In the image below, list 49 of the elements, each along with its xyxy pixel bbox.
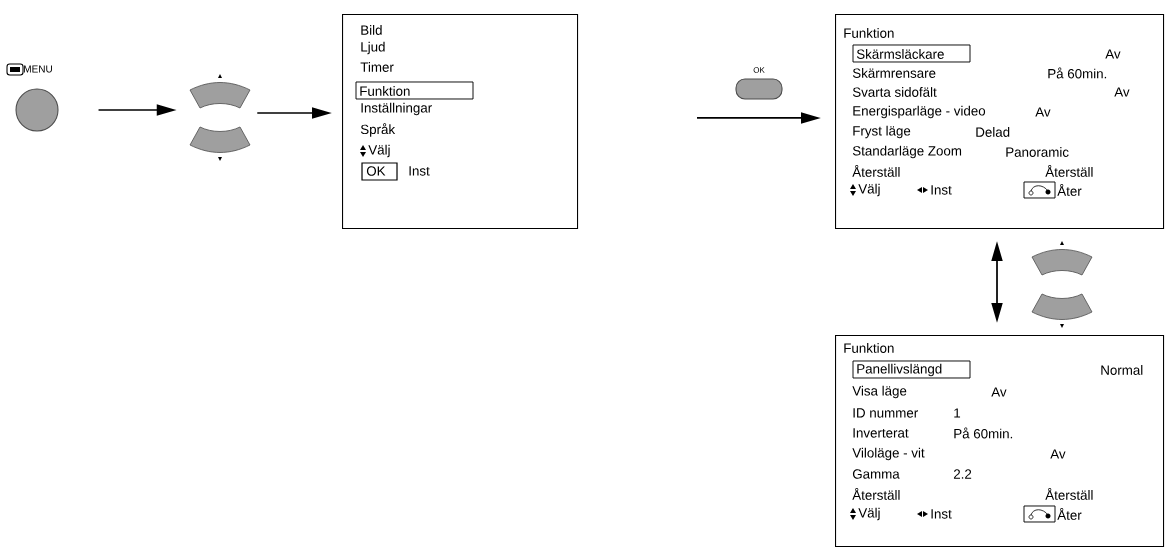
menu-text: ID nummer bbox=[853, 408, 918, 418]
menu-text: Återställ bbox=[852, 488, 900, 500]
menu-text: Välj bbox=[858, 507, 880, 521]
menu-text: Fryst läge bbox=[853, 125, 911, 139]
menu-text: Bild bbox=[361, 25, 382, 35]
key-label: OK bbox=[361, 162, 398, 181]
button-label: MENU bbox=[24, 65, 52, 73]
menu-text: Delad bbox=[976, 127, 1010, 137]
arrow-keys-drawing bbox=[1031, 241, 1093, 328]
arrow-keys-drawing bbox=[189, 74, 251, 161]
highlighted-item: Skärmsläckare bbox=[852, 44, 971, 63]
menu-text: Funktion bbox=[844, 28, 894, 38]
menu-text: Återställ bbox=[1045, 165, 1093, 177]
menu-text: Av bbox=[991, 387, 1007, 397]
menu-text: Timer bbox=[360, 62, 394, 72]
menu-text: Inst bbox=[931, 185, 952, 195]
menu-text: Åter bbox=[1057, 184, 1082, 196]
menu-text: Funktion bbox=[844, 343, 894, 353]
highlighted-item: Funktion bbox=[355, 81, 474, 100]
menu-text: Viloläge - vit bbox=[852, 447, 925, 461]
menu-text: Skärmrensare bbox=[852, 68, 936, 78]
menu-text: På 60min. bbox=[954, 427, 1013, 439]
menu-text: Normal bbox=[1101, 365, 1143, 375]
menu-text: Ljud bbox=[361, 41, 385, 55]
menu-text: Inst bbox=[931, 509, 952, 519]
menu-text: Språk bbox=[360, 123, 396, 137]
menu-text: Inställningar bbox=[361, 102, 432, 116]
menu-text: Energisparläge - video bbox=[853, 105, 986, 119]
menu-text: Åter bbox=[1057, 508, 1082, 520]
menu-text: Av bbox=[1035, 107, 1051, 117]
menu-text: Återställ bbox=[852, 165, 900, 177]
menu-text: 1 bbox=[954, 408, 961, 418]
menu-text: Återställ bbox=[1045, 488, 1093, 500]
menu-text: Visa läge bbox=[852, 385, 907, 399]
menu-text: Gamma bbox=[852, 469, 900, 479]
menu-text: Panoramic bbox=[1006, 147, 1069, 157]
menu-text: Välj bbox=[858, 183, 880, 197]
menu-text: Inst bbox=[409, 166, 430, 176]
menu-text: Välj bbox=[368, 144, 390, 158]
menu-text: 2.2 bbox=[953, 469, 972, 479]
highlighted-item: Panellivslängd bbox=[852, 360, 971, 379]
menu-text: Standarläge Zoom bbox=[852, 145, 962, 159]
menu-text: Svarta sidofält bbox=[852, 87, 937, 97]
menu-text: Av bbox=[1105, 49, 1121, 59]
menu-text: Av bbox=[1114, 87, 1130, 97]
menu-text: Inverterat bbox=[853, 428, 909, 438]
menu-text: På 60min. bbox=[1048, 67, 1107, 79]
button-label: OK bbox=[753, 67, 765, 73]
menu-text: Av bbox=[1050, 449, 1066, 459]
